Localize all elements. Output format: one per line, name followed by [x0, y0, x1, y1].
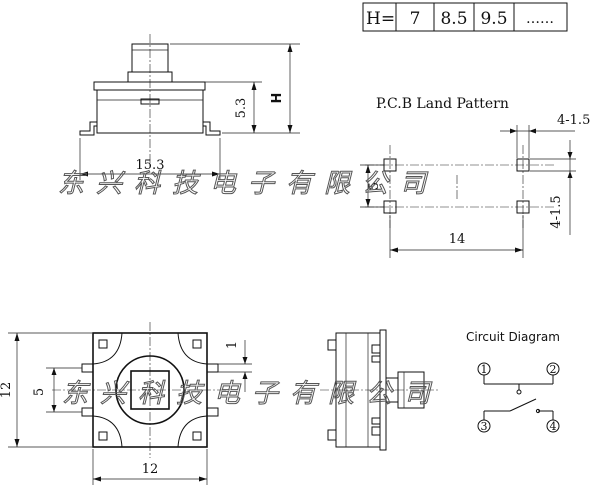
pcb-land-pattern: P.C.B Land Pattern 14 5 4-1.5 [360, 96, 590, 258]
height-table-value-3: 9.5 [480, 9, 507, 29]
height-table-value-1: 7 [410, 9, 421, 29]
side-view-width-label: 15.3 [136, 158, 165, 173]
watermark-upper: 东兴科技电子有限公司 [58, 169, 438, 199]
pcb-pad-x-label: 4-1.5 [557, 113, 590, 128]
pcb-pitch-y-label: 5 [367, 182, 382, 190]
side-view-body-height-label: 5.3 [234, 98, 249, 119]
circuit-pin-4: 4 [550, 420, 557, 433]
pcb-pitch-x-label: 14 [449, 232, 466, 247]
top-view-pitch-label: 5 [32, 388, 47, 396]
top-view: 12 12 5 1 [0, 322, 252, 485]
height-table: H= 7 8.5 9.5 …… [362, 2, 568, 32]
top-view-height-label: 12 [0, 382, 14, 399]
circuit-pin-1: 1 [481, 363, 488, 376]
circuit-pin-2: 2 [550, 363, 557, 376]
circuit-pin-3: 3 [481, 420, 488, 433]
watermark-lower: 东兴科技电子有限公司 [62, 379, 442, 409]
circuit-diagram: Circuit Diagram 1 2 3 4 [466, 330, 560, 433]
height-table-value-4: …… [526, 11, 554, 27]
pcb-pad-y-label: 4-1.5 [549, 195, 564, 228]
circuit-title: Circuit Diagram [466, 330, 560, 344]
pcb-title: P.C.B Land Pattern [376, 96, 509, 112]
height-table-value-2: 8.5 [440, 9, 467, 29]
top-view-width-label: 12 [142, 462, 159, 477]
side-profile-view [320, 329, 440, 451]
top-view-offset-label: 1 [225, 341, 240, 349]
side-view-total-height-label: H [270, 93, 285, 104]
height-table-label: H= [366, 9, 395, 29]
side-view: 15.3 5.3 H [79, 34, 300, 180]
